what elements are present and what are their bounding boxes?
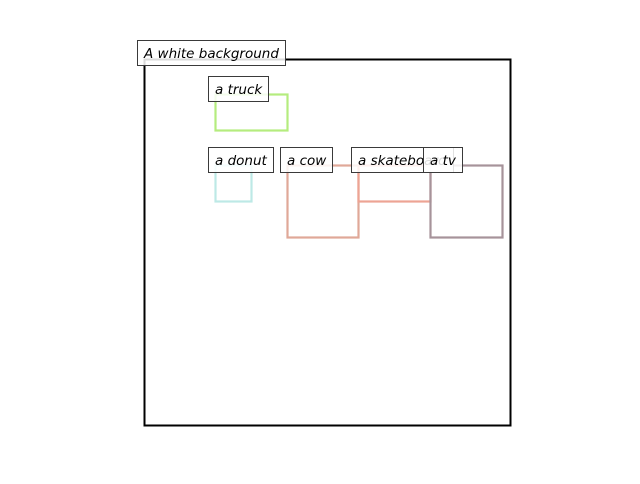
background-frame: [143, 58, 512, 427]
background-label: A white background: [137, 40, 286, 66]
donut-label: a donut: [208, 147, 274, 173]
truck-label: a truck: [208, 76, 270, 102]
tv-label: a tv: [423, 147, 463, 173]
cow-label: a cow: [280, 147, 334, 173]
tv-box: [429, 164, 504, 239]
cow-box: [286, 164, 360, 239]
